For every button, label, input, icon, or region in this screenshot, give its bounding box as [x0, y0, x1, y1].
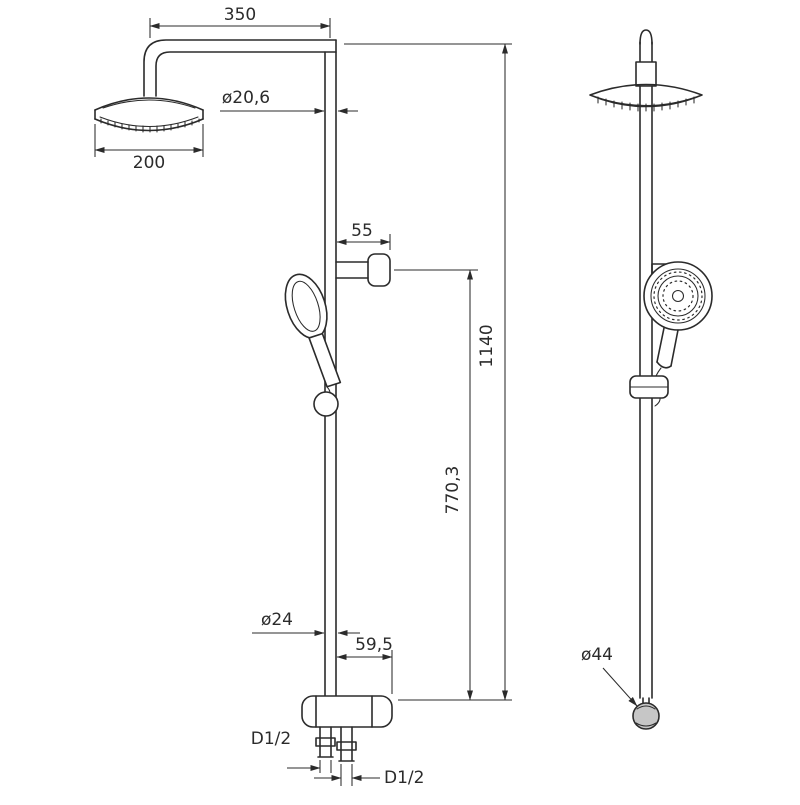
dim-label-hose-section-height: 770,3: [443, 466, 463, 515]
dim-label-head-diameter: 200: [133, 153, 165, 173]
dim-label-bracket-offset: 55: [351, 221, 373, 241]
dim-hose-section-height: 770,3: [394, 269, 478, 701]
front-dimensions: 350 200 ø20,6 55: [94, 5, 512, 788]
head-connector-side: [635, 61, 657, 87]
dim-top-arm-width: 350: [149, 5, 331, 38]
dim-inlet-right: D1/2: [314, 764, 424, 788]
hand-shower-front: [284, 273, 342, 388]
dim-head-diameter: 200: [94, 124, 204, 173]
shower-arm: [143, 39, 337, 97]
shower-arm-inner: [155, 51, 337, 97]
dim-mixer-offset: 59,5: [336, 635, 393, 694]
side-dimensions: ø44: [581, 645, 638, 707]
dim-label-inlet-left: D1/2: [251, 729, 291, 749]
overhead-shower-side: [589, 83, 703, 112]
front-structure: [94, 39, 393, 762]
mixer-body: [301, 695, 393, 728]
front-view: 350 200 ø20,6 55: [94, 5, 512, 788]
side-structure: [589, 29, 713, 730]
dim-lower-tube-diameter: ø24: [252, 610, 360, 636]
dim-label-ball-joint-diameter: ø44: [581, 645, 613, 665]
hand-shower-side: [643, 261, 713, 369]
dim-label-mixer-offset: 59,5: [355, 635, 393, 655]
ball-joint: [632, 697, 660, 730]
dim-riser-diameter: ø20,6: [220, 88, 358, 114]
inlet-connections: [315, 726, 357, 762]
wall-bracket: [335, 253, 391, 287]
dim-label-riser-diameter: ø20,6: [222, 88, 270, 108]
dim-label-inlet-right: D1/2: [384, 768, 424, 788]
dim-inlet-left: D1/2: [251, 729, 332, 773]
hose-coil-front: [313, 386, 339, 417]
spray-face-hatch-side: [597, 96, 695, 112]
dim-label-top-arm-width: 350: [224, 5, 256, 25]
riser-pipe-side: [639, 41, 653, 699]
dim-total-height: 1140: [344, 43, 512, 701]
dim-bracket-offset: 55: [336, 221, 391, 250]
side-view: ø44: [581, 29, 713, 730]
dim-ball-joint-diameter: ø44: [581, 645, 638, 707]
slider-bracket: [629, 375, 669, 399]
overhead-shower-front: [94, 97, 204, 133]
dim-label-lower-tube-diameter: ø24: [261, 610, 293, 630]
dim-label-total-height: 1140: [477, 324, 497, 367]
spray-face-hatch: [100, 118, 200, 133]
